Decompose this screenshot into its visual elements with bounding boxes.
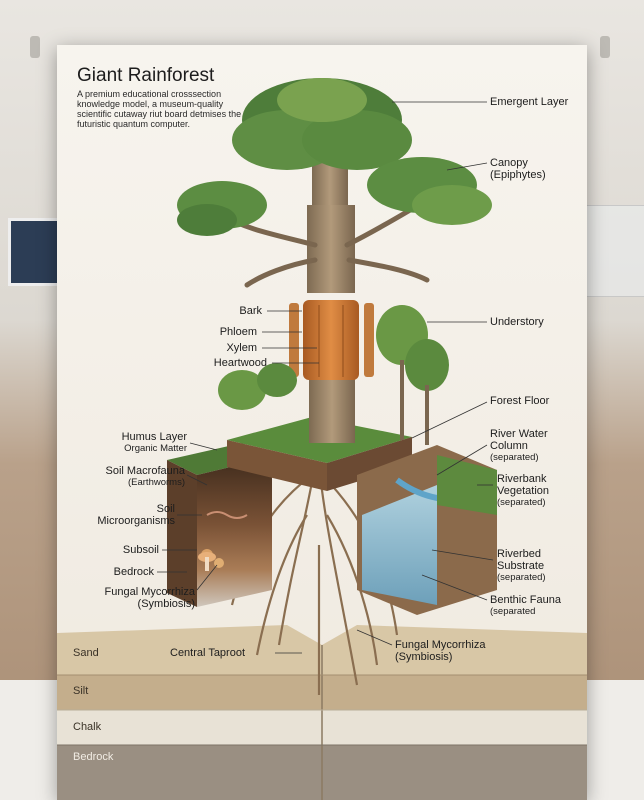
display-case: [584, 205, 644, 297]
river-block-cutaway: [357, 445, 497, 615]
label-riverbank-line2: Vegetation: [497, 485, 549, 497]
canopy-crown-right: [367, 157, 492, 225]
label-benthic-line1: Benthic Fauna: [490, 594, 561, 606]
label-benthic-sub: (separated: [490, 606, 536, 617]
label-riverbank-vegetation: Riverbank Vegetation (separated): [497, 473, 549, 509]
rainforest-cutaway-illustration: [57, 78, 587, 800]
label-humus-layer: Humus Layer Organic Matter: [75, 431, 187, 455]
label-river-water-line2: Column: [490, 440, 528, 452]
label-humus-sub: Organic Matter: [124, 443, 187, 454]
label-phloem: Phloem: [219, 326, 257, 338]
trunk-cross-section: [289, 300, 374, 380]
label-riverbank-line1: Riverbank: [497, 473, 547, 485]
upper-trunk: [307, 205, 355, 293]
ceiling-spotlight: [30, 36, 40, 58]
mushroom-group: [198, 552, 216, 571]
label-micro-line2: Microorganisms: [97, 515, 175, 527]
label-riverbed-substrate: Riverbed Substrate (separated): [497, 548, 546, 584]
label-fungal-mycorrhiza-left: Fungal Mycorrhiza (Symbiosis): [65, 586, 195, 610]
board-title: Giant Rainforest: [77, 65, 215, 86]
label-humus-line1: Humus Layer: [121, 431, 187, 443]
label-canopy-text: Canopy: [490, 157, 528, 169]
label-leader-lines: [157, 101, 494, 654]
lower-trunk: [309, 375, 355, 443]
label-fungal-right-line1: Fungal Mycorrhiza: [395, 639, 486, 651]
label-river-water-sub: (separated): [490, 452, 539, 463]
emergent-crown: [232, 78, 412, 170]
label-emergent-layer: Emergent Layer: [490, 96, 569, 108]
ceiling-spotlight: [600, 36, 610, 58]
soil-strata: [57, 625, 587, 800]
label-fungal-mycorrhiza-right: Fungal Mycorrhiza (Symbiosis): [395, 639, 485, 663]
label-riverbank-sub: (separated): [497, 497, 546, 508]
label-heartwood: Heartwood: [213, 357, 267, 369]
label-canopy-sub: (Epiphytes): [490, 169, 546, 181]
strata-label-bedrock: Bedrock: [73, 751, 114, 763]
label-soil-microorganisms: Soil Microorganisms: [67, 503, 175, 527]
label-macrofauna-sub: (Earthworms): [127, 477, 185, 488]
board-subtitle: A premium educational crosssection knowl…: [77, 89, 242, 129]
label-subsoil: Subsoil: [122, 544, 159, 556]
label-river-water-line1: River Water: [490, 428, 548, 440]
label-macrofauna-line1: Soil Macrofauna: [105, 465, 186, 477]
label-micro-line1: Soil: [156, 503, 175, 515]
label-fungal-left-line1: Fungal Mycorrhiza: [104, 586, 195, 598]
label-riverbed-line1: Riverbed: [497, 548, 542, 560]
label-understory: Understory: [490, 316, 544, 328]
label-central-taproot: Central Taproot: [170, 647, 246, 659]
label-riverbed-sub: (separated): [497, 572, 546, 583]
label-soil-macrofauna: Soil Macrofauna (Earthworms): [67, 465, 186, 489]
label-fungal-left-sub: (Symbiosis): [137, 598, 195, 610]
strata-label-sand: Sand: [73, 647, 99, 659]
label-riverbed-line2: Substrate: [497, 560, 545, 572]
label-river-water-column: River Water Column (separated): [490, 428, 548, 464]
label-fungal-right-sub: (Symbiosis): [395, 651, 453, 663]
canopy-crown-left: [177, 181, 267, 236]
label-bark: Bark: [239, 305, 262, 317]
label-xylem: Xylem: [226, 342, 257, 354]
label-bedrock-block: Bedrock: [113, 566, 154, 578]
label-forest-floor: Forest Floor: [490, 395, 550, 407]
label-canopy: Canopy (Epiphytes): [490, 157, 546, 181]
wall-artwork: [8, 218, 62, 286]
exhibit-board: Giant Rainforest A premium educational c…: [57, 45, 587, 800]
understory-trees: [218, 305, 449, 445]
soil-block-cutaway: [167, 443, 272, 607]
strata-label-silt: Silt: [73, 685, 89, 697]
emergent-trunk: [312, 163, 348, 205]
label-benthic-fauna: Benthic Fauna (separated: [490, 594, 561, 618]
strata-label-chalk: Chalk: [73, 721, 102, 733]
